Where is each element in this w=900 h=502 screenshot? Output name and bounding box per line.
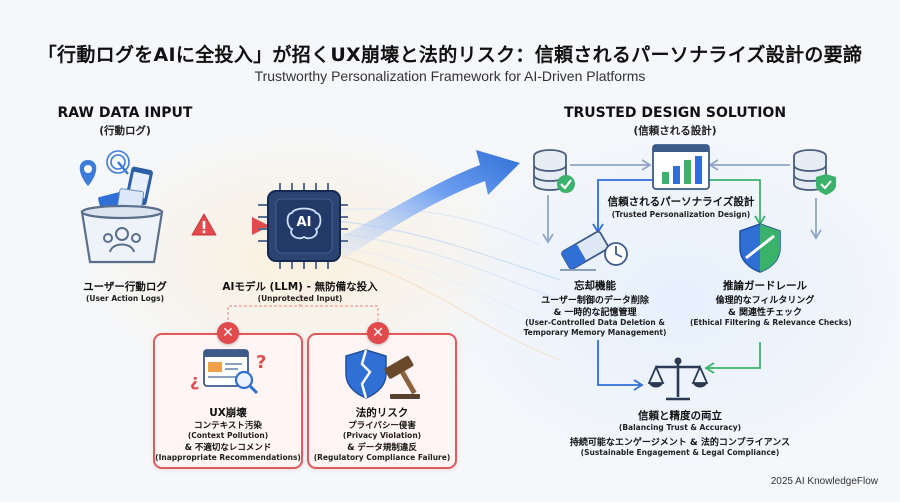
big-flow-arrow [335,150,520,258]
bucket-icon [70,150,180,274]
eraser-icon [556,226,636,278]
forget-title: 忘却機能 [574,280,616,292]
raw-input-label: ユーザー行動ログ [83,281,167,293]
balance-line1: 持続可能なエンゲージメント & 法的コンプライアンス [569,438,791,448]
risk-ux-title: UX崩壊 [209,407,247,419]
guard-line3-en: (Ethical Filtering & Relevance Checks) [690,318,852,327]
balance-title-en: (Balancing Trust & Accuracy) [618,423,742,432]
light-streaks [329,208,561,361]
footer-credit: 2025 AI KnowledgeFlow [770,476,878,487]
ai-model-label: AIモデル (LLM) - 無防備な投入 [222,281,378,293]
forget-line2: & 一時的な記憶管理 [553,308,637,318]
page-title: 「行動ログをAIに全投入」が招くUX崩壊と法的リスク：信頼されるパーソナライズ設… [37,44,863,66]
forget-line4-en: Temporary Memory Management) [523,328,667,337]
bar-chart-icon [652,144,710,194]
close-icon: ✕ [367,322,389,344]
risk-legal-line2-en: (Regulatory Compliance Failure) [313,453,451,462]
risk-legal-line1: プライバシー侵害 [348,421,416,431]
risk-legal-line2: & データ規制違反 [347,443,417,453]
clock-icon [604,242,628,266]
raw-input-label-en: (User Action Logs) [85,294,165,303]
guard-line1: 倫理的なフィルタリング [715,296,815,306]
database-icon [790,148,840,202]
ai-chip-icon: AI [258,175,350,279]
balance-title: 信頼と精度の両立 [638,410,722,422]
browser-search-icon: ¿ ? [190,346,270,402]
guard-title: 推論ガードレール [723,280,807,292]
page-subtitle: Trustworthy Personalization Framework fo… [254,68,646,84]
svg-text:?: ? [256,352,266,373]
raw-input-heading-jp: (行動ログ) [99,125,151,137]
ai-model-label-en: (Unprotected Input) [257,294,343,303]
solution-center-label-en: (Trusted Personalization Design) [611,210,751,219]
scales-icon [647,355,709,409]
raw-input-heading: RAW DATA INPUT [57,105,193,121]
guard-line2: & 関連性チェック [728,308,802,318]
risk-ux-line1: コンテキスト汚染 [194,421,262,431]
solution-heading-jp: (信頼される設計) [633,125,717,137]
risk-legal-title: 法的リスク [355,407,409,419]
svg-text:¿: ¿ [190,371,199,390]
risk-ux-line2-en: (Inappropriate Recommendations) [155,453,301,462]
gavel-icon [384,355,417,395]
risk-ux-line1-en: (Context Pollution) [187,431,269,440]
risk-legal-line1-en: (Privacy Violation) [342,431,422,440]
balance-line1-en: (Sustainable Engagement & Legal Complian… [580,448,780,457]
ai-chip-text: AI [296,215,312,230]
broken-shield-icon [340,346,430,406]
close-icon: ✕ [217,322,239,344]
solution-heading: TRUSTED DESIGN SOLUTION [563,105,787,121]
shield-icon [738,222,782,278]
forget-line1: ユーザー制御のデータ削除 [541,296,649,306]
risk-ux-line2: & 不適切なレコメンド [184,443,272,453]
warning-icon [191,213,217,241]
cursor-icon [106,150,130,175]
solution-center-label: 信頼されるパーソナライズ設計 [607,196,755,208]
forget-line3-en: (User-Controlled Data Deletion & [525,318,665,327]
map-pin-icon [79,160,97,186]
database-check-icon [530,148,580,202]
